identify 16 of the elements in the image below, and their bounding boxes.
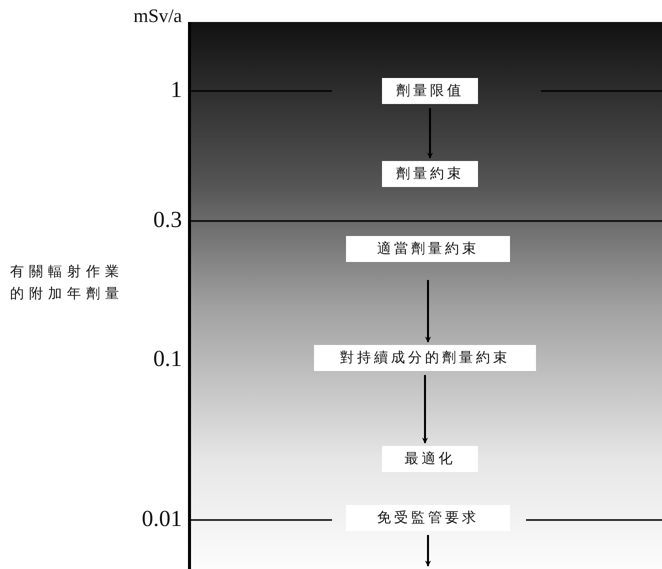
arrow (427, 108, 433, 159)
tick-label: 0.01 (140, 506, 182, 532)
tick-label: 0.3 (152, 207, 182, 233)
label-box: 劑量約束 (382, 161, 478, 187)
axis-unit: mSv/a (132, 6, 182, 28)
label-box: 適當劑量約束 (346, 236, 510, 262)
label-box: 對持續成分的劑量約束 (314, 345, 536, 371)
arrow (425, 535, 431, 567)
arrow (422, 375, 428, 444)
tick-label: 0.1 (152, 346, 182, 372)
label-box: 免受監管要求 (346, 505, 510, 531)
label-box: 劑量限值 (382, 78, 478, 104)
axis-title: 有關輻射作業的附加年劑量 (10, 264, 125, 304)
label-box: 最適化 (382, 446, 478, 472)
arrow (425, 280, 431, 343)
tick-label: 1 (170, 77, 182, 103)
